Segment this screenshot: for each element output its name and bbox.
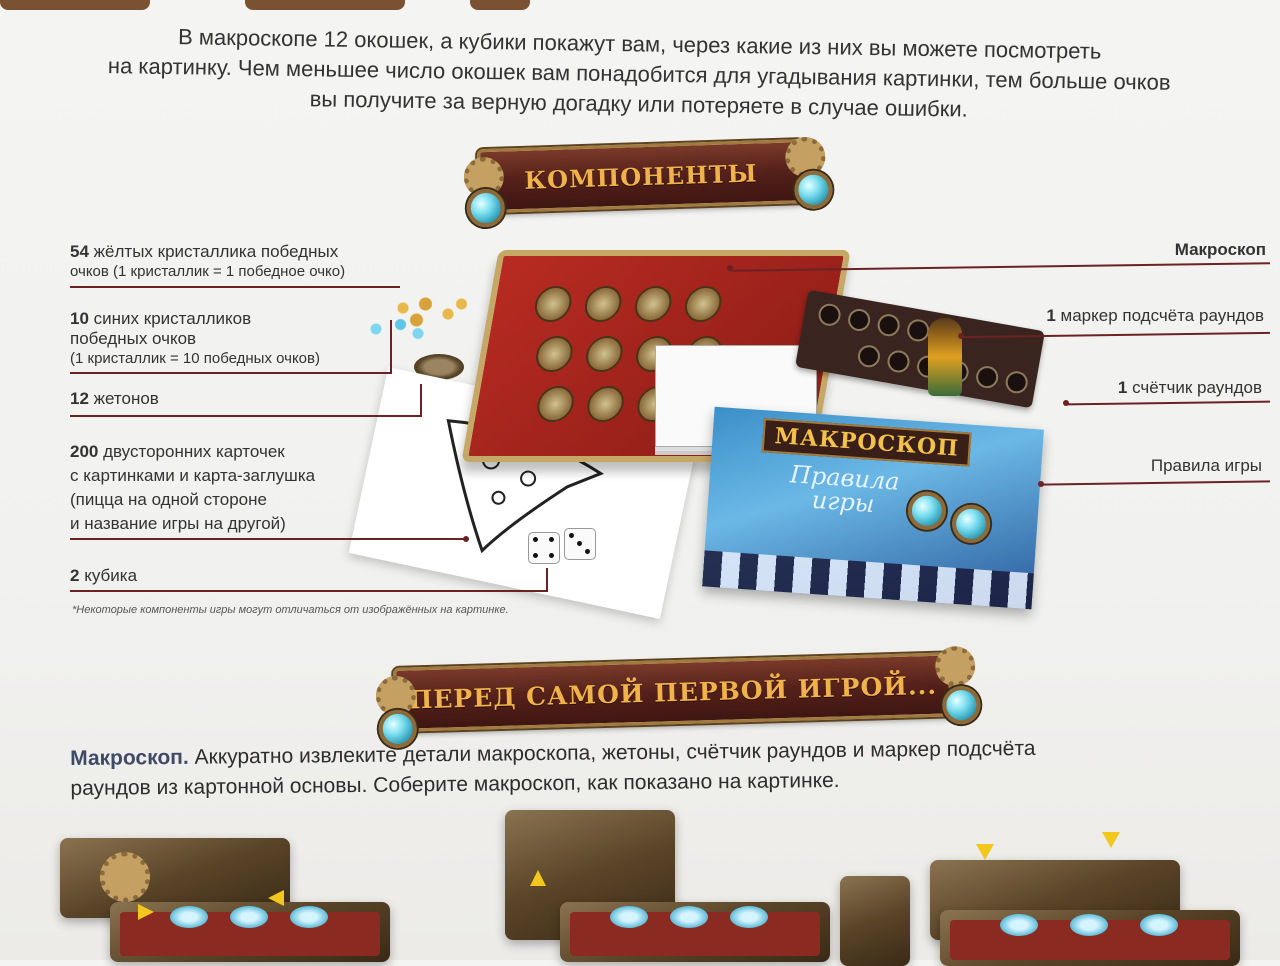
component-dice: 2 кубика [70, 566, 137, 586]
component-text: синих кристалликов [93, 309, 252, 328]
gear-icon [100, 852, 150, 902]
section-title: КОМПОНЕНТЫ [523, 158, 758, 195]
leader-dot [727, 265, 733, 271]
round-marker-figure-image [928, 318, 962, 396]
components-banner: КОМПОНЕНТЫ [463, 134, 833, 228]
label-round-marker: 1 маркер подсчёта раундов [1046, 306, 1264, 326]
rulebook-image: МАКРОСКОП Правила игры [702, 406, 1044, 610]
component-count: 2 [70, 566, 80, 585]
gem-icon [906, 490, 948, 532]
assembly-steps-illustration [0, 810, 1280, 966]
component-blue-crystals: 10 синих кристалликов победных очков (1 … [70, 309, 320, 369]
intro-paragraph: В макроскопе 12 окошек, а кубики покажут… [39, 20, 1240, 129]
assembly-step-2-tray [560, 902, 830, 962]
before-first-game-banner: ПЕРЕД САМОЙ ПЕРВОЙ ИГРОЙ... [375, 645, 981, 749]
component-count: 54 [70, 242, 89, 261]
leader-line [390, 320, 392, 374]
component-line: с картинками и карта-заглушка [70, 466, 316, 485]
component-count: 10 [70, 309, 89, 328]
leader-line [546, 568, 548, 592]
component-count: 12 [70, 389, 89, 408]
round-counter-image [795, 289, 1045, 409]
component-yellow-crystals: 54 жёлтых кристаллика победных очков (1 … [70, 242, 345, 282]
banner-frame: ПЕРЕД САМОЙ ПЕРВОЙ ИГРОЙ... [393, 652, 953, 732]
gem-icon [466, 188, 506, 228]
component-text: жетонов [93, 389, 159, 408]
component-sub: победных очков [70, 329, 197, 348]
label-count: 1 [1046, 306, 1056, 325]
gear-icon [934, 645, 976, 687]
leader-line [1039, 480, 1271, 486]
label-count: 1 [1117, 378, 1128, 397]
assembly-step-3-tray [940, 910, 1240, 966]
arrow-up-icon [530, 870, 546, 886]
component-sub: (1 кристаллик = 10 победных очков) [70, 350, 320, 367]
arrow-down-icon [1102, 832, 1120, 848]
leader-line [1065, 400, 1271, 406]
leader-line [420, 384, 422, 417]
gem-icon [941, 685, 981, 725]
paragraph-text: Аккуратно извлеките детали макроскопа, ж… [188, 736, 1036, 769]
component-text: кубика [84, 566, 138, 585]
component-line: и название игры на другой) [70, 514, 286, 533]
component-text: жёлтых кристаллика победных [93, 242, 339, 261]
section-title: ПЕРЕД САМОЙ ПЕРВОЙ ИГРОЙ... [408, 670, 938, 715]
component-tokens: 12 жетонов [70, 389, 159, 409]
rulebook-subtitle: Правила игры [788, 460, 900, 518]
assembly-step-1-tray [110, 902, 390, 962]
arrow-right-icon [268, 890, 284, 906]
label-text: счётчик раундов [1132, 378, 1262, 397]
checkerboard-decoration [702, 550, 1034, 610]
lead-word: Макроскоп. [70, 745, 189, 770]
arrow-right-icon [138, 904, 154, 920]
label-round-counter: 1 счётчик раундов [1118, 378, 1262, 398]
assembly-step-3-wall [840, 876, 910, 966]
top-banner-remnant [0, 0, 1280, 20]
gem-icon [950, 503, 992, 545]
leader-dot [958, 333, 964, 339]
component-cards: 200 двусторонних карточек с картинками и… [70, 440, 315, 536]
leader-dot [1038, 481, 1044, 487]
component-text: двусторонних карточек [103, 442, 285, 461]
arrow-down-icon [976, 844, 994, 860]
leader-dot [463, 536, 469, 542]
label-macroscope: Макроскоп [1174, 240, 1266, 259]
component-sub: очков (1 кристаллик = 1 победное очко) [70, 263, 346, 280]
leader-line [70, 538, 466, 540]
leader-line [70, 590, 548, 592]
gem-icon [793, 170, 833, 210]
blue-crystals-image [362, 314, 432, 344]
leader-dot [1063, 400, 1069, 406]
leader-line [70, 372, 392, 374]
leader-line [70, 286, 400, 288]
leader-line [70, 415, 422, 417]
component-line: (пицца на одной стороне [70, 490, 267, 509]
label-rules: Правила игры [1150, 456, 1262, 475]
label-text: маркер подсчёта раундов [1060, 306, 1264, 325]
assembly-instructions: Макроскоп. Аккуратно извлеките детали ма… [70, 732, 1261, 804]
footnote: *Некоторые компоненты игры могут отличат… [72, 604, 509, 616]
component-count: 200 [70, 442, 99, 461]
banner-frame: КОМПОНЕНТЫ [476, 139, 805, 214]
